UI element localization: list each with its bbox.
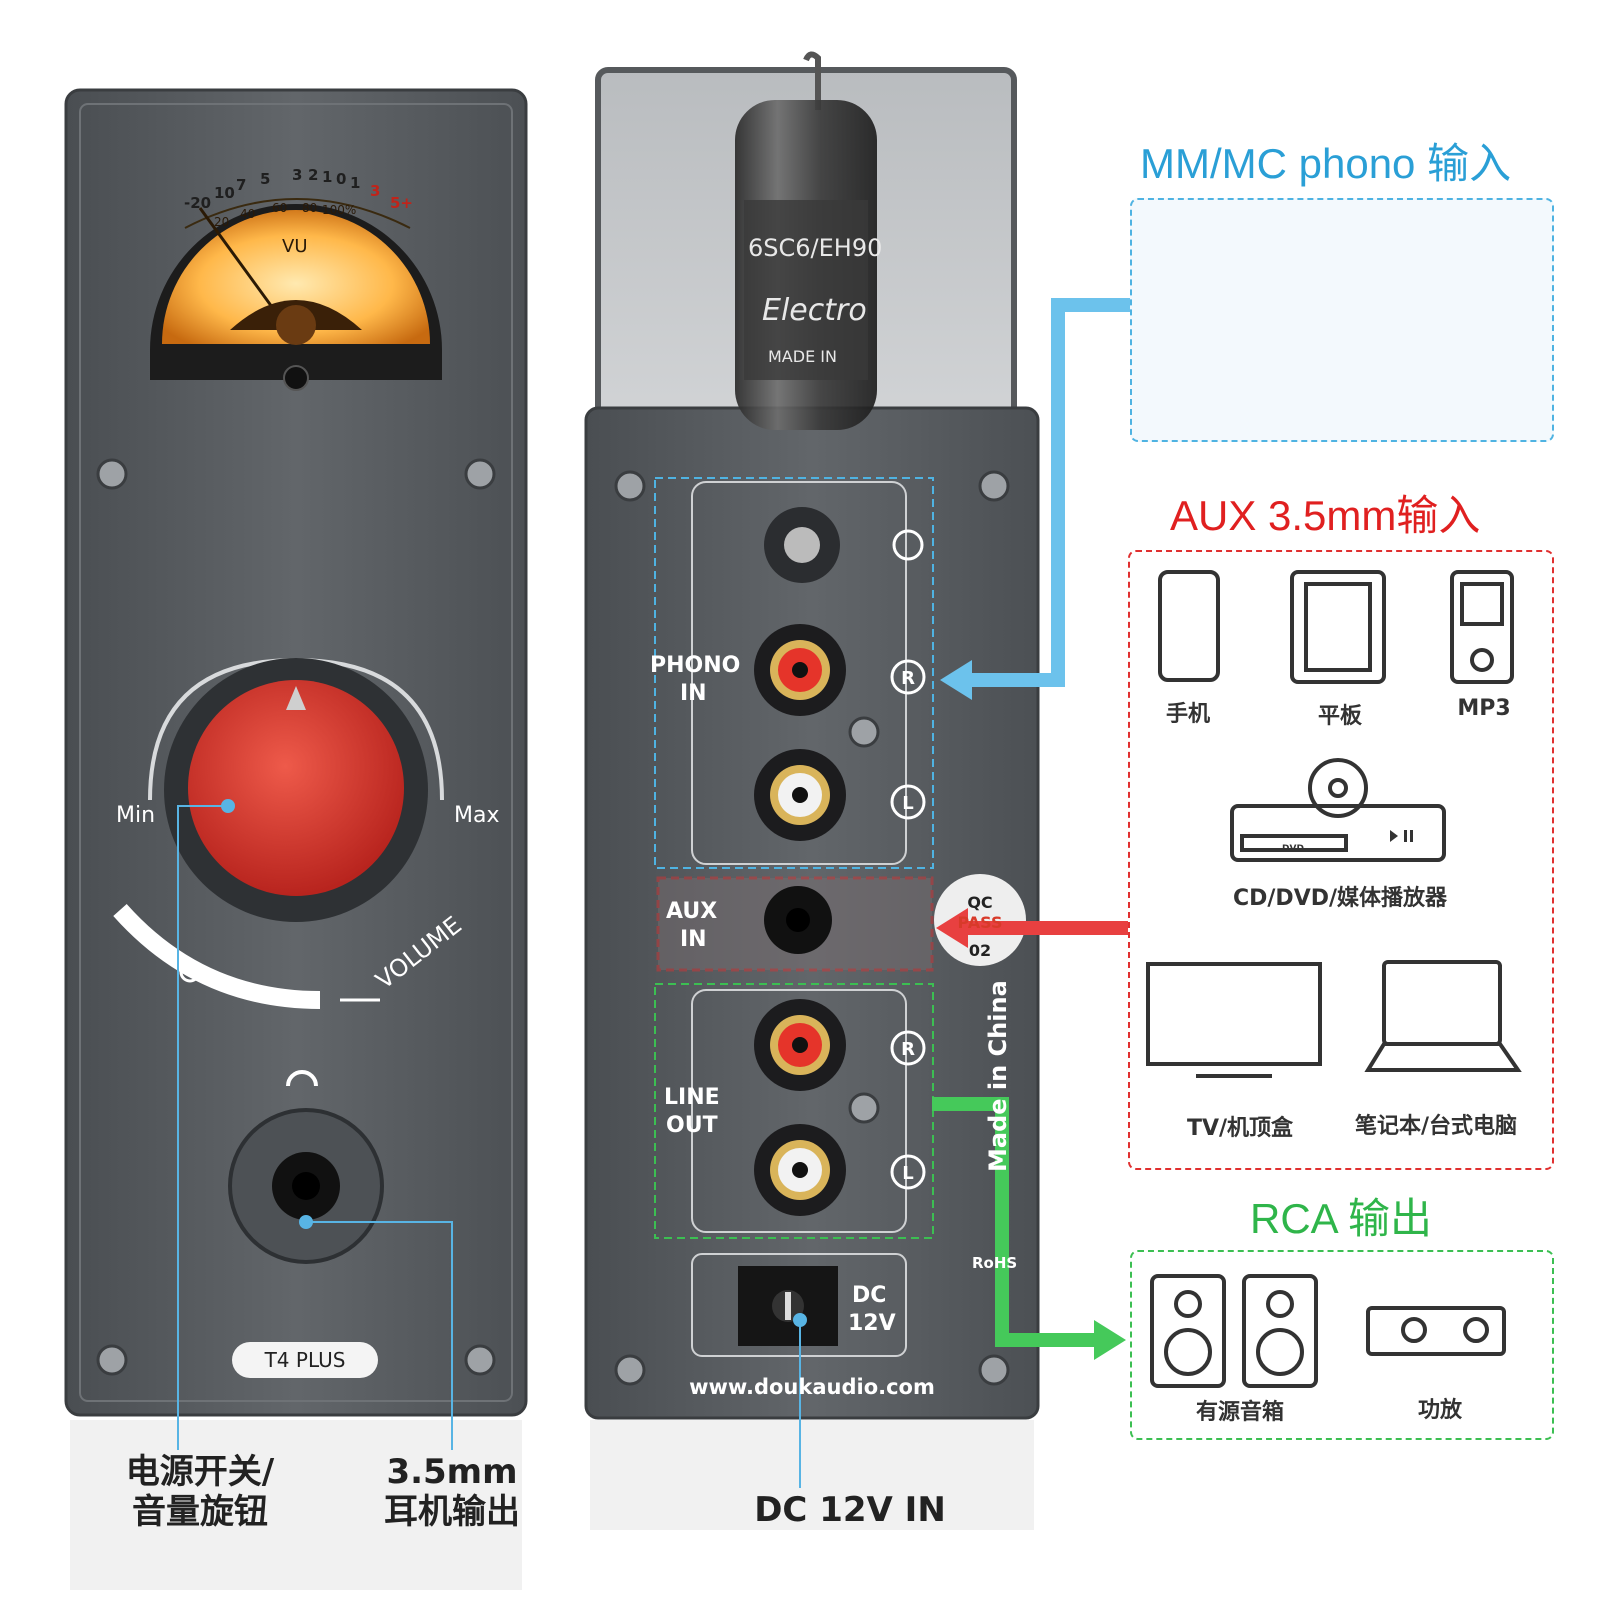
phono-device-box	[1130, 198, 1554, 442]
vu-scale-bottom-1: 40	[240, 207, 255, 221]
vu-meter	[150, 198, 442, 391]
vu-scale-top-4: 3	[292, 166, 302, 184]
callout-lines	[177, 799, 807, 1488]
device-amplifier-label: 功放	[1417, 1398, 1462, 1423]
power-volume-callout: 电源开关/ 音量旋钮	[100, 1452, 300, 1532]
headphone-callout: 3.5mm 耳机输出	[360, 1452, 544, 1532]
rca-device-box	[1130, 1250, 1554, 1440]
aux-section-title: AUX 3.5mm输入	[1170, 492, 1481, 539]
rca-section-title: RCA 输出	[1250, 1195, 1433, 1242]
headphone-line1: 3.5mm	[386, 1452, 518, 1492]
aux-device-box	[1128, 550, 1554, 1170]
vu-scale-top-5: 2	[308, 166, 318, 184]
line-out-section	[654, 983, 934, 1239]
aux-in-line1: AUX	[666, 899, 717, 924]
vu-scale-bottom-0: 20	[214, 215, 229, 229]
vu-scale-bottom-3: 80	[302, 201, 317, 215]
device-tablet-label: 平板	[1317, 704, 1362, 729]
phone-icon	[1158, 570, 1220, 682]
vu-scale-top-7: 0	[336, 170, 346, 188]
rear-screws	[614, 470, 1010, 1386]
vu-scale-top-8: 1	[350, 174, 360, 192]
line-out-line2: OUT	[666, 1113, 718, 1138]
headphone-icon	[286, 1070, 318, 1087]
vu-scale-top-3: 5	[260, 170, 270, 188]
knob-max-label: Max	[454, 803, 499, 828]
tube-label: 6SC6/EH90	[748, 234, 882, 262]
screw-icon	[283, 365, 309, 391]
mp3-icon	[1450, 570, 1514, 684]
dc-label-line2: 12V	[848, 1311, 896, 1336]
vu-scale-top-10: 5+	[390, 194, 413, 212]
dc-in-callout: DC 12V IN	[754, 1490, 946, 1530]
phono-in-line1: PHONO	[650, 653, 740, 678]
tv-icon	[1146, 962, 1322, 1066]
vu-scale-top-9: 3	[370, 182, 380, 200]
vu-label: VU	[282, 236, 308, 257]
speaker-right-icon	[1242, 1274, 1318, 1388]
tube-brand: Electro	[762, 293, 867, 328]
model-badge	[232, 1342, 378, 1378]
dc-label-line1: DC	[852, 1283, 886, 1308]
speaker-left-icon	[1150, 1274, 1226, 1388]
power-volume-line2: 音量旋钮	[132, 1492, 268, 1532]
connection-arrows	[932, 298, 1130, 1360]
line-out-r-label: R	[901, 1039, 915, 1060]
model-badge-text: T4 PLUS	[264, 1348, 346, 1372]
ground-icon	[892, 529, 924, 561]
power-icon	[179, 961, 201, 983]
vu-scale-bottom-2: 60	[272, 201, 287, 215]
website-label: www.doukaudio.com	[689, 1375, 935, 1399]
phono-in-line2: IN	[680, 681, 707, 706]
tablet-icon	[1290, 570, 1386, 684]
device-speaker-label: 有源音箱	[1195, 1400, 1284, 1425]
vu-scale-top-0: -20	[184, 194, 211, 212]
disc-icon	[1308, 758, 1368, 818]
phono-l-label: L	[902, 793, 913, 814]
qc-line1: QC	[967, 893, 992, 912]
phono-section-title: MM/MC phono 输入	[1140, 140, 1512, 187]
dvd-tag: DVD	[1282, 844, 1304, 854]
volume-arc	[113, 904, 380, 1009]
dc-section	[691, 1253, 907, 1357]
qc-line3: 02	[969, 941, 991, 960]
vu-scale-top-6: 1	[322, 168, 332, 186]
aux-section	[656, 874, 1026, 972]
line-out-l-label: L	[902, 1163, 913, 1184]
phono-section	[654, 477, 934, 869]
line-out-line1: LINE	[664, 1085, 720, 1110]
phono-r-label: R	[901, 668, 915, 689]
panel-screws	[96, 458, 496, 1376]
volume-knob[interactable]	[148, 657, 444, 922]
device-dvd-label: CD/DVD/媒体播放器	[1232, 886, 1448, 911]
vacuum-tube	[735, 51, 877, 430]
knob-indicator-icon	[286, 686, 306, 710]
headphone-line2: 耳机输出	[384, 1492, 520, 1532]
qc-line2: PASS	[958, 913, 1003, 932]
vu-scale-top-1: 10	[214, 184, 235, 202]
device-tv-label: TV/机顶盒	[1186, 1116, 1294, 1141]
dvd-player-icon	[1230, 804, 1446, 862]
device-phone-label: 手机	[1165, 702, 1210, 727]
device-laptop-label: 笔记本/台式电脑	[1354, 1114, 1518, 1139]
vu-scale-top-2: 7	[236, 176, 246, 194]
tube-made-in: MADE IN	[768, 347, 837, 366]
headphone-jack[interactable]	[228, 1070, 384, 1264]
vu-scale-bottom-4: 100%	[322, 203, 356, 217]
amplifier-icon	[1366, 1306, 1506, 1356]
made-in-label: Made in China	[984, 980, 1012, 1172]
power-volume-line1: 电源开关/	[125, 1452, 275, 1492]
knob-min-label: Min	[116, 803, 155, 828]
aux-in-line2: IN	[680, 927, 707, 952]
rohs-label: RoHS	[972, 1254, 1017, 1272]
device-mp3-label: MP3	[1457, 696, 1511, 721]
qc-sticker	[934, 874, 1026, 966]
